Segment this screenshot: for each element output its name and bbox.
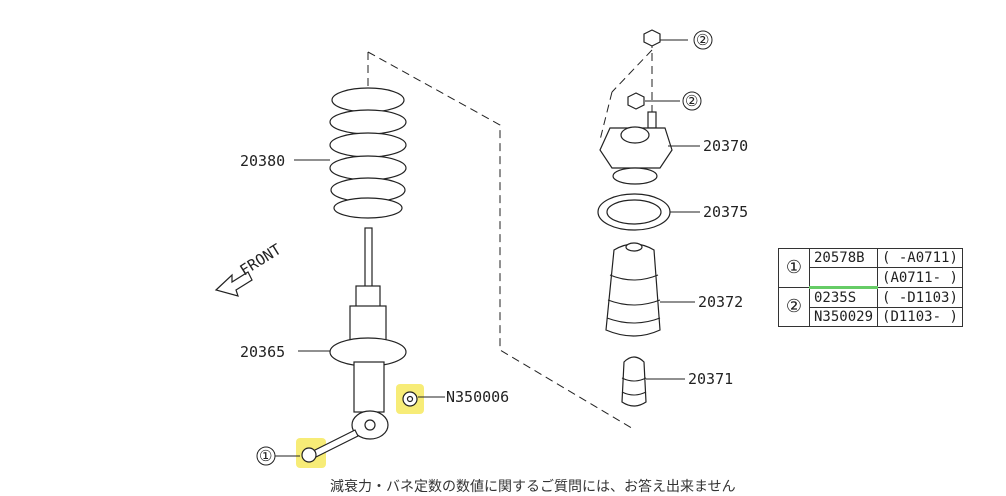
label-20371: 20371 [688, 370, 733, 388]
part-number-cell[interactable] [808, 267, 879, 289]
mount-20370[interactable] [599, 111, 673, 185]
seat-20375[interactable] [597, 193, 671, 231]
bolt-part[interactable] [301, 429, 359, 463]
nut-n350006-part[interactable] [402, 391, 418, 407]
strut-20365[interactable] [329, 227, 407, 440]
footer-note: 減衰力・バネ定数の数値に関するご質問には、お答え出来ません [330, 479, 736, 495]
assembly-dashed-line [367, 51, 636, 431]
ref-cell: ① [778, 248, 810, 288]
ref-cell: ② [778, 287, 810, 327]
table-row: (A0711- ) [779, 267, 963, 289]
range-cell: (D1103- ) [877, 307, 963, 327]
label-20380: 20380 [240, 152, 285, 170]
part-number-cell[interactable]: 20578B [808, 248, 879, 268]
boot-20372[interactable] [605, 242, 661, 337]
label-20372: 20372 [698, 293, 743, 311]
range-cell: ( -A0711) [877, 248, 963, 268]
ref-2-top-label: ② [696, 31, 709, 49]
mount-nut-part[interactable] [627, 92, 645, 110]
table-row: N350029 (D1103- ) [779, 307, 963, 327]
bumper-20371[interactable] [621, 356, 647, 407]
top-nut-part[interactable] [643, 29, 661, 47]
part-number-cell[interactable]: N350029 [808, 307, 879, 327]
label-n350006: N350006 [446, 388, 509, 406]
ref-1-label: ① [259, 447, 272, 465]
label-20370: 20370 [703, 137, 748, 155]
parts-reference-table: ① 20578B ( -A0711) (A0711- ) ② 0235S ( -… [778, 248, 963, 327]
table-row: ② 0235S ( -D1103) [778, 287, 963, 327]
ref-2-mount-label: ② [685, 92, 698, 110]
coil-spring-20380[interactable] [329, 87, 407, 219]
mount-dashed-line [599, 40, 653, 141]
table-row: ① 20578B ( -A0711) [778, 248, 963, 288]
front-label: FRONT [237, 240, 285, 279]
range-cell: ( -D1103) [877, 287, 963, 308]
label-20365: 20365 [240, 343, 285, 361]
range-cell: (A0711- ) [877, 267, 963, 288]
part-number-cell[interactable]: 0235S [808, 287, 879, 308]
front-arrow-icon [214, 271, 253, 297]
label-20375: 20375 [703, 203, 748, 221]
